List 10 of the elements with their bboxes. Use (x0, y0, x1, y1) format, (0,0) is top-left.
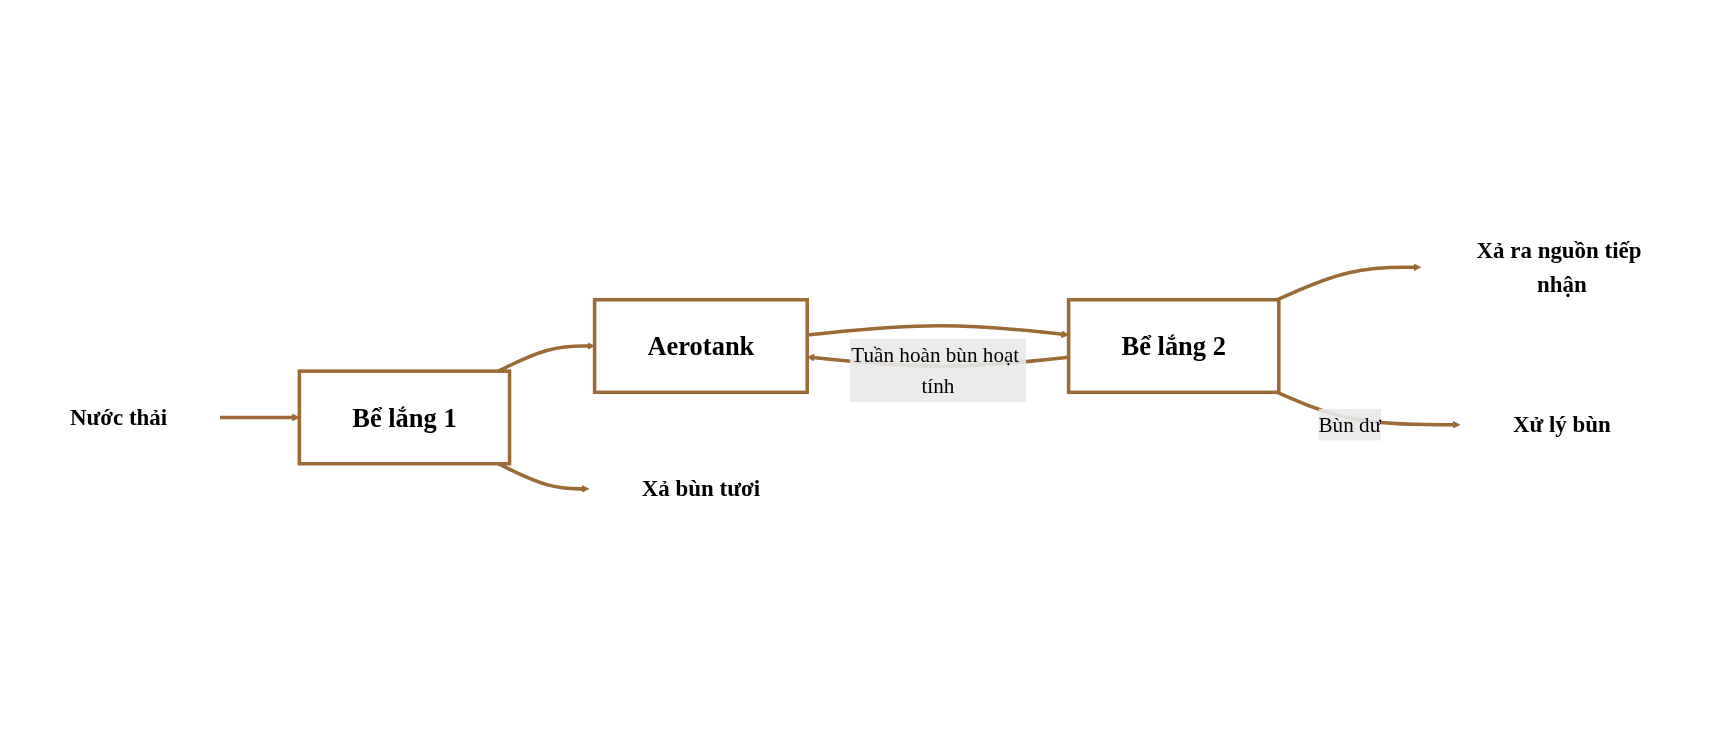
edge-label: Bùn dư (1318, 413, 1382, 437)
node-text: Xử lý bùn (1512, 411, 1611, 438)
node-box: Bể lắng 1 (297, 369, 512, 466)
node-text: Xả ra nguồn tiếp nhận (1476, 237, 1642, 298)
node-box: Bể lắng 2 (1066, 297, 1281, 395)
node-box: Aerotank (592, 297, 809, 395)
node-text: Xả bùn tươi (641, 476, 761, 502)
edge-label: Tuần hoàn bùn hoạt tính (851, 343, 1020, 398)
node-text: Nước thải (69, 404, 168, 431)
arrow (1276, 263, 1422, 302)
